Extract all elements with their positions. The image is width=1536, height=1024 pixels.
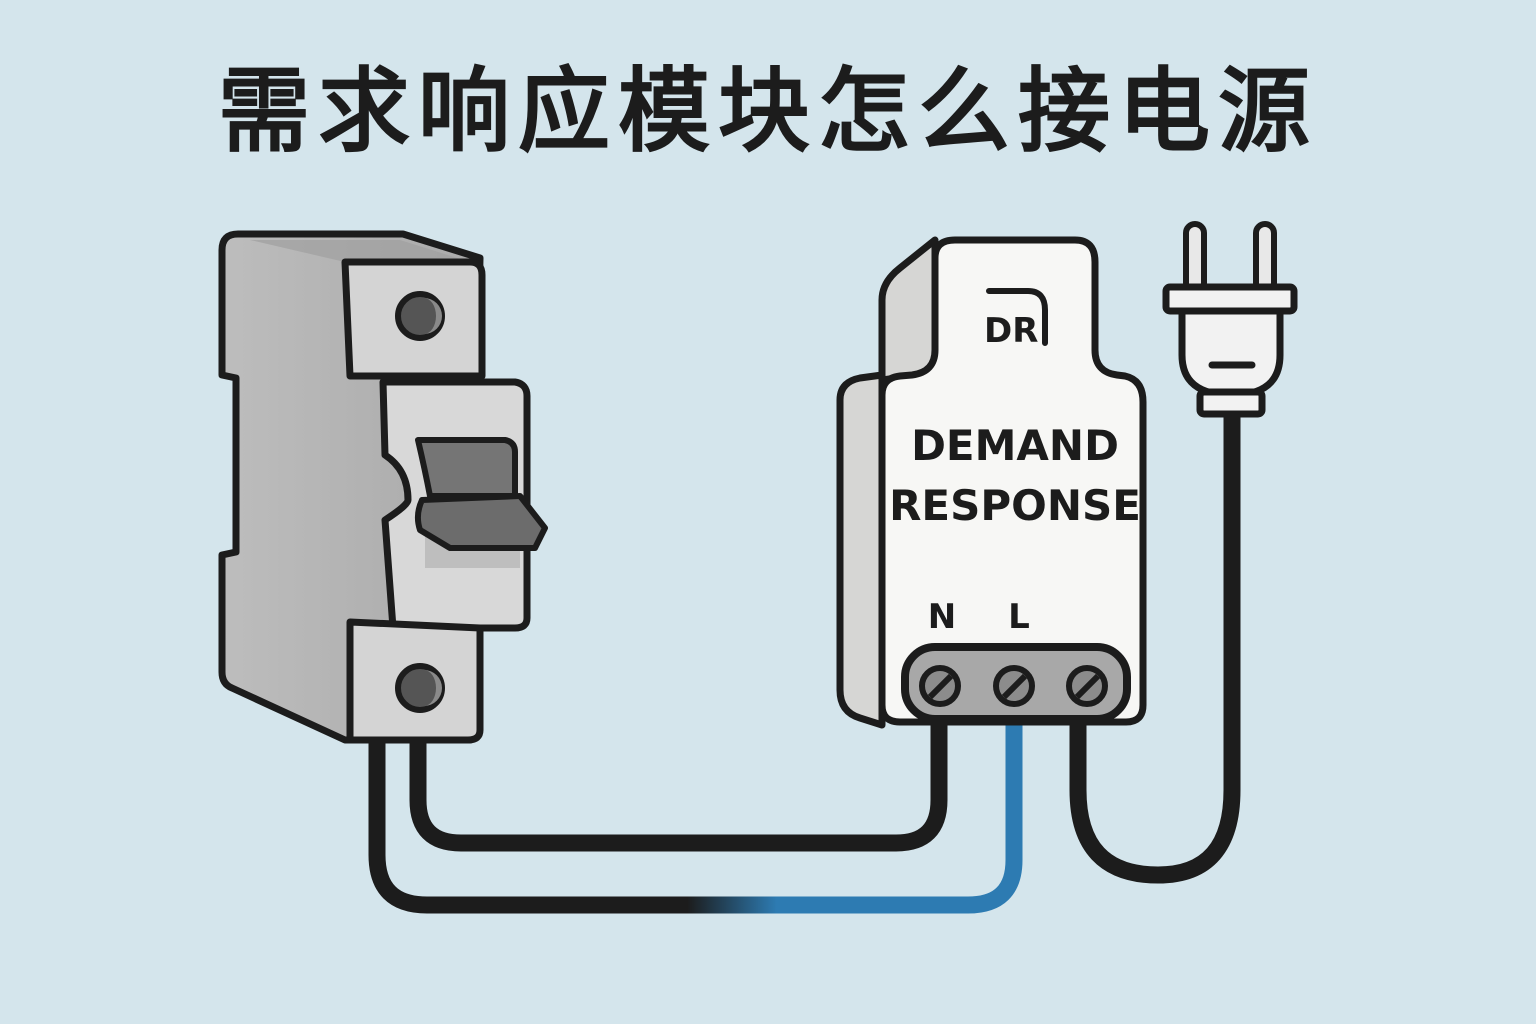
wire-live [368, 711, 1023, 914]
module-front-face [878, 236, 1147, 726]
module-side-upper [878, 236, 939, 384]
terminal-screw-l-icon[interactable] [993, 665, 1035, 707]
module-label-line1: DEMAND [911, 421, 1119, 470]
circuit-breaker [218, 230, 548, 744]
power-plug-icon[interactable] [1162, 221, 1298, 418]
demand-response-module: DR DEMAND RESPONSE N L [836, 236, 1147, 729]
terminal-screw-n-icon[interactable] [919, 665, 961, 707]
dr-logo-text: DR [984, 311, 1038, 351]
breaker-bottom-screw-icon [395, 663, 445, 713]
terminal-screw-3-icon[interactable] [1066, 665, 1108, 707]
page-title: 需求响应模块怎么接电源 [217, 58, 1318, 165]
breaker-top-screw-icon [395, 291, 445, 341]
module-side-lower [836, 371, 886, 729]
dr-logo: DR [984, 288, 1048, 351]
terminal-label-l: L [1008, 597, 1030, 637]
module-label-line2: RESPONSE [889, 481, 1141, 530]
terminal-block [901, 643, 1131, 723]
wire-neutral [409, 711, 948, 852]
breaker-toggle-switch[interactable] [414, 437, 548, 568]
terminal-label-n: N [928, 597, 956, 637]
wire-plug-cable [1069, 401, 1241, 884]
